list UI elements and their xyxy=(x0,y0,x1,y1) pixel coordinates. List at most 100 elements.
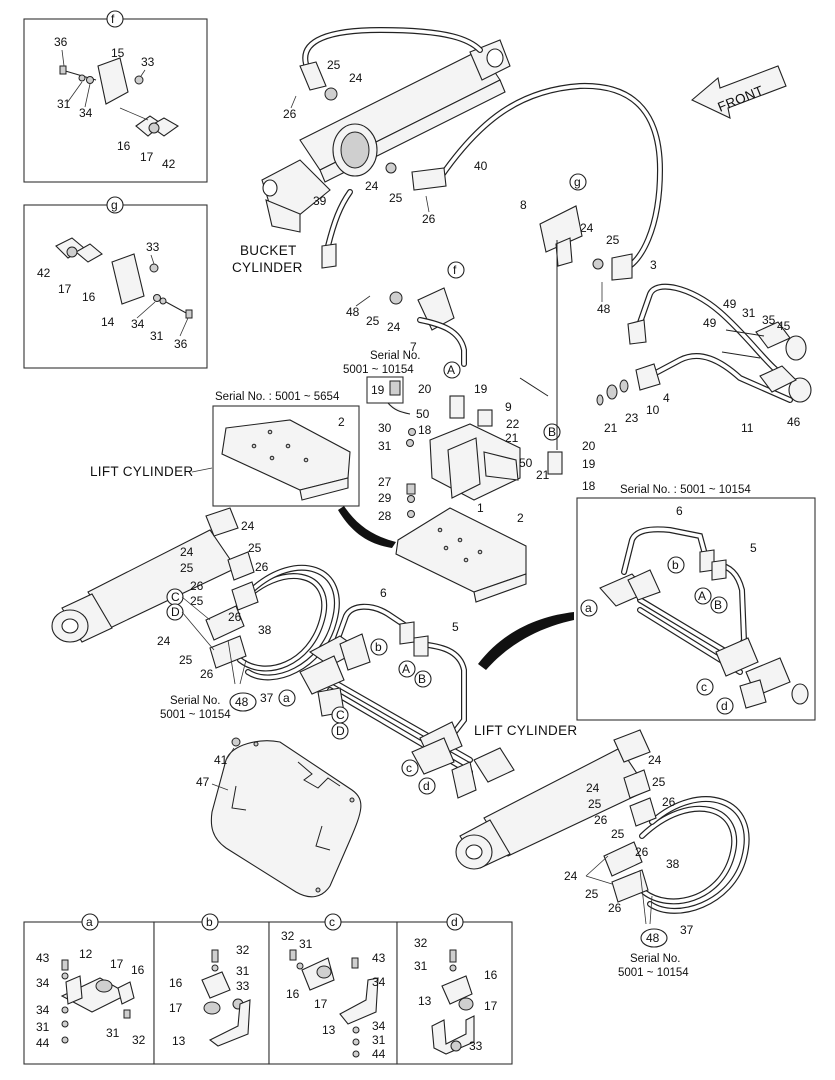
svg-text:D: D xyxy=(171,605,180,619)
bucket-cylinder-label-2: CYLINDER xyxy=(232,260,303,275)
svg-text:32: 32 xyxy=(414,936,428,950)
svg-text:26: 26 xyxy=(422,212,436,226)
svg-text:48: 48 xyxy=(646,931,660,945)
svg-text:29: 29 xyxy=(378,491,392,505)
detail-box-b: b 32 31 16 33 17 13 xyxy=(153,913,270,1065)
svg-text:24: 24 xyxy=(648,753,662,767)
svg-text:C: C xyxy=(171,590,180,604)
svg-text:43: 43 xyxy=(36,951,50,965)
svg-text:14: 14 xyxy=(101,315,115,329)
svg-text:9: 9 xyxy=(505,400,512,414)
svg-text:36: 36 xyxy=(174,337,188,351)
svg-text:21: 21 xyxy=(604,421,618,435)
svg-text:B: B xyxy=(548,425,556,439)
detail-box-g: g 33 42 17 16 14 34 31 36 xyxy=(23,196,208,369)
svg-text:Serial No.: Serial No. xyxy=(630,953,681,965)
svg-text:48: 48 xyxy=(346,305,360,319)
svg-text:38: 38 xyxy=(666,857,680,871)
svg-text:26: 26 xyxy=(228,610,242,624)
bracket-g-assembly: g xyxy=(539,173,587,267)
svg-text:33: 33 xyxy=(146,240,160,254)
svg-text:46: 46 xyxy=(787,415,801,429)
svg-text:25: 25 xyxy=(588,797,602,811)
svg-text:25: 25 xyxy=(366,314,380,328)
svg-text:5: 5 xyxy=(452,620,459,634)
svg-text:2: 2 xyxy=(338,415,345,429)
svg-text:13: 13 xyxy=(418,994,432,1008)
svg-text:21: 21 xyxy=(505,431,519,445)
svg-text:6: 6 xyxy=(380,586,387,600)
svg-text:a: a xyxy=(585,601,592,615)
svg-text:20: 20 xyxy=(582,439,596,453)
svg-text:18: 18 xyxy=(418,423,432,437)
svg-text:C: C xyxy=(336,708,345,722)
svg-text:17: 17 xyxy=(314,997,328,1011)
svg-text:26: 26 xyxy=(594,813,608,827)
svg-text:26: 26 xyxy=(662,795,676,809)
svg-text:16: 16 xyxy=(169,976,183,990)
svg-text:23: 23 xyxy=(625,411,639,425)
svg-text:41: 41 xyxy=(214,753,228,767)
svg-text:31: 31 xyxy=(36,1020,50,1034)
svg-text:24: 24 xyxy=(157,634,171,648)
svg-text:48: 48 xyxy=(235,695,249,709)
svg-text:37: 37 xyxy=(260,691,274,705)
lift-cylinder-label-left: LIFT CYLINDER xyxy=(90,464,193,479)
svg-text:22: 22 xyxy=(506,417,520,431)
svg-text:1: 1 xyxy=(477,501,484,515)
svg-text:25: 25 xyxy=(180,561,194,575)
svg-text:7: 7 xyxy=(410,340,417,354)
svg-text:49: 49 xyxy=(723,297,737,311)
svg-text:13: 13 xyxy=(172,1034,186,1048)
detail-box-a: a 43 12 17 16 34 34 31 31 32 44 xyxy=(23,913,155,1065)
svg-text:25: 25 xyxy=(179,653,193,667)
svg-text:11: 11 xyxy=(741,421,754,435)
svg-text:33: 33 xyxy=(141,55,155,69)
svg-text:28: 28 xyxy=(378,509,392,523)
svg-text:32: 32 xyxy=(281,929,295,943)
svg-text:25: 25 xyxy=(611,827,625,841)
svg-text:34: 34 xyxy=(36,1003,50,1017)
lift-cylinder-right xyxy=(455,729,651,870)
svg-text:42: 42 xyxy=(162,157,176,171)
svg-text:37: 37 xyxy=(680,923,694,937)
svg-text:8: 8 xyxy=(520,198,527,212)
svg-text:10: 10 xyxy=(646,403,660,417)
svg-text:24: 24 xyxy=(387,320,401,334)
svg-text:A: A xyxy=(698,589,706,603)
svg-text:44: 44 xyxy=(36,1036,50,1050)
svg-text:31: 31 xyxy=(378,439,392,453)
hose-40 xyxy=(437,82,664,271)
bracket-f-assembly: f xyxy=(417,261,467,367)
svg-text:50: 50 xyxy=(416,407,430,421)
svg-text:B: B xyxy=(714,598,722,612)
svg-text:31: 31 xyxy=(414,959,428,973)
svg-text:5001 ~ 10154: 5001 ~ 10154 xyxy=(160,709,231,721)
svg-text:4: 4 xyxy=(663,391,670,405)
svg-text:d: d xyxy=(423,779,430,793)
svg-text:Serial No.: Serial No. xyxy=(170,695,221,707)
svg-text:31: 31 xyxy=(372,1033,386,1047)
svg-text:36: 36 xyxy=(54,35,68,49)
cover-plate-47 xyxy=(210,737,362,898)
svg-text:26: 26 xyxy=(200,667,214,681)
svg-text:31: 31 xyxy=(236,964,250,978)
svg-text:25: 25 xyxy=(585,887,599,901)
svg-text:31: 31 xyxy=(106,1026,120,1040)
svg-text:24: 24 xyxy=(586,781,600,795)
svg-text:34: 34 xyxy=(372,1019,386,1033)
detail-box-c: c 32 31 43 16 17 34 13 34 31 44 xyxy=(268,913,398,1065)
hose-top-left xyxy=(302,26,483,67)
detail-letter-g: g xyxy=(111,198,118,212)
svg-text:5001 ~ 10154: 5001 ~ 10154 xyxy=(618,967,689,979)
svg-text:32: 32 xyxy=(132,1033,146,1047)
svg-text:19: 19 xyxy=(474,382,488,396)
svg-text:25: 25 xyxy=(190,594,204,608)
svg-text:26: 26 xyxy=(608,901,622,915)
svg-text:A: A xyxy=(447,363,455,377)
svg-text:a: a xyxy=(86,915,93,929)
svg-text:17: 17 xyxy=(58,282,72,296)
svg-text:16: 16 xyxy=(117,139,131,153)
svg-text:c: c xyxy=(406,761,412,775)
svg-text:17: 17 xyxy=(484,999,498,1013)
